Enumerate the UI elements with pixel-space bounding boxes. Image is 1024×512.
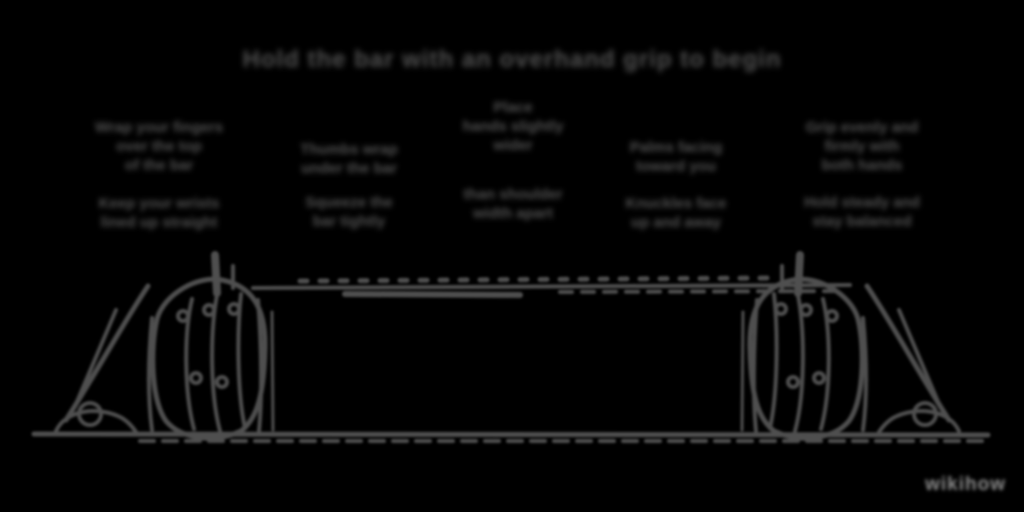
- label-text: than shoulder: [463, 186, 563, 203]
- label-text: Keep your wrists: [98, 195, 220, 212]
- label-text: wider: [493, 137, 533, 154]
- label-text: Squeeze the: [305, 194, 393, 211]
- watermark: wikihow: [925, 474, 1006, 495]
- label-5-lower: Hold steady and stay balanced: [786, 193, 938, 231]
- label-group-5: Grip evenly and firmly with both hands H…: [786, 0, 938, 240]
- label-text: under the bar: [301, 160, 397, 177]
- label-text: Thumbs wrap: [300, 141, 398, 158]
- ground-line: [31, 431, 991, 443]
- label-text: Place: [493, 99, 533, 116]
- label-1-lower: Keep your wrists lined up straight: [80, 194, 238, 232]
- label-text: toward you: [635, 158, 716, 175]
- label-3-upper: Place hands slightly wider: [443, 98, 583, 155]
- label-text: up and away: [630, 214, 722, 231]
- label-text: both hands: [821, 157, 903, 174]
- label-text: Hold steady and: [804, 194, 920, 211]
- label-text: Palms facing: [629, 139, 723, 156]
- page-title: Hold the bar with an overhand grip to be…: [242, 46, 782, 73]
- label-2-lower: Squeeze the bar tightly: [276, 193, 422, 231]
- label-text: Knuckles face: [625, 195, 727, 212]
- label-4-lower: Knuckles face up and away: [608, 194, 744, 232]
- label-text: stay balanced: [812, 213, 912, 230]
- label-text: hands slightly: [462, 118, 564, 135]
- right-fist: [742, 255, 959, 438]
- bar-line: [251, 275, 852, 298]
- label-5-upper: Grip evenly and firmly with both hands: [786, 118, 938, 175]
- label-text: lined up straight: [100, 214, 218, 231]
- label-group-3: Place hands slightly wider than shoulder…: [443, 0, 583, 240]
- label-text: firmly with: [824, 138, 900, 155]
- label-4-upper: Palms facing toward you: [608, 138, 744, 176]
- label-text: Grip evenly and: [805, 119, 919, 136]
- label-group-4: Palms facing toward you Knuckles face up…: [608, 0, 744, 240]
- label-text: of the bar: [124, 157, 194, 174]
- left-fist: [54, 251, 275, 441]
- label-3-lower: than shoulder width apart: [443, 185, 583, 223]
- label-group-1: Wrap your fingers over the top of the ba…: [80, 0, 238, 240]
- label-text: Wrap your fingers: [94, 119, 224, 136]
- label-text: width apart: [472, 205, 553, 222]
- label-text: over the top: [116, 138, 202, 155]
- label-group-2: Thumbs wrap under the bar Squeeze the ba…: [276, 0, 422, 240]
- label-2-upper: Thumbs wrap under the bar: [276, 140, 422, 178]
- label-1-upper: Wrap your fingers over the top of the ba…: [80, 118, 238, 175]
- label-text: bar tightly: [312, 213, 386, 230]
